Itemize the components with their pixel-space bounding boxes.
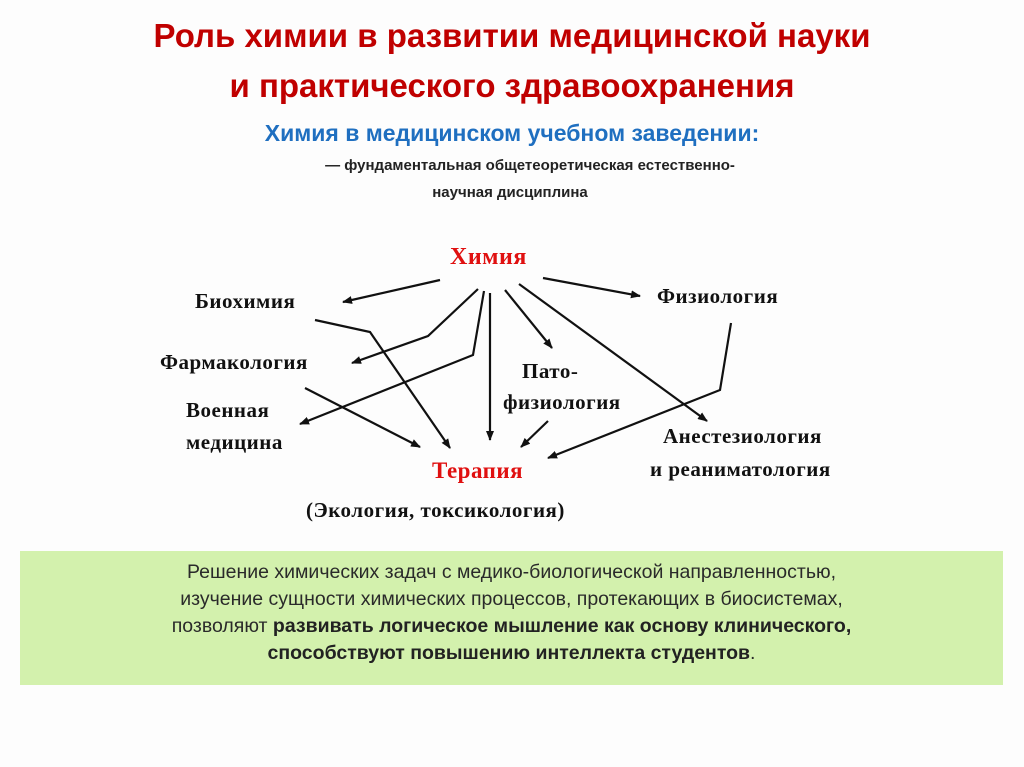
arrow-physio-therapy [547, 322, 733, 460]
node-pathophysiology-2: физиология [503, 390, 621, 414]
node-biochemistry: Биохимия [195, 289, 296, 313]
summary-line3-bold: развивать логическое мышление как основу… [272, 615, 852, 637]
definition-line2: научная дисциплина [432, 184, 588, 201]
node-anesthesiology-2: и реаниматология [650, 457, 831, 481]
arrow-chem-pharm [351, 288, 479, 365]
summary-line2: изучение сущности химических процессов, … [180, 588, 843, 610]
node-physiology: Физиология [657, 284, 779, 308]
summary-box: Решение химических задач с медико-биолог… [20, 551, 1003, 685]
arrow-chem-military [299, 290, 486, 426]
node-pathophysiology-1: Пато- [522, 359, 579, 383]
summary-line4: способствуют повышению интеллекта студен… [20, 640, 1003, 667]
node-therapy: Терапия [432, 458, 524, 483]
slide-title-line1: Роль химии в развитии медицинской науки [153, 17, 871, 54]
arrow-military-therapy [304, 387, 421, 448]
node-military-medicine-2: медицина [186, 430, 283, 454]
node-anesthesiology-1: Анестезиология [663, 424, 822, 448]
node-military-medicine-1: Военная [186, 398, 270, 422]
arrow-patho-therapy [520, 420, 549, 448]
arrow-chem-anesth [518, 283, 708, 422]
arrow-biochem-therapy [314, 318, 451, 449]
summary-line1: Решение химических задач с медико-биолог… [186, 561, 837, 583]
node-pharmacology: Фармакология [160, 350, 308, 374]
summary-line4-bold: способствуют повышению интеллекта студен… [267, 642, 751, 664]
slide-title-line2: и практического здравоохранения [229, 67, 795, 104]
node-chemistry: Химия [450, 244, 527, 270]
arrow-chem-biochem [342, 278, 441, 304]
subtitle: Химия в медицинском учебном заведении: [264, 120, 760, 146]
summary-line4-end: . [750, 642, 756, 664]
arrow-chem-patho [504, 289, 553, 349]
summary-line3: позволяют развивать логическое мышление … [20, 613, 1003, 640]
node-therapy-note: (Экология, токсикология) [306, 498, 565, 522]
summary-line3-normal: позволяют [171, 615, 273, 637]
arrow-chem-physio [542, 276, 641, 299]
definition-line1: — фундаментальная общетеоретическая есте… [325, 157, 735, 174]
